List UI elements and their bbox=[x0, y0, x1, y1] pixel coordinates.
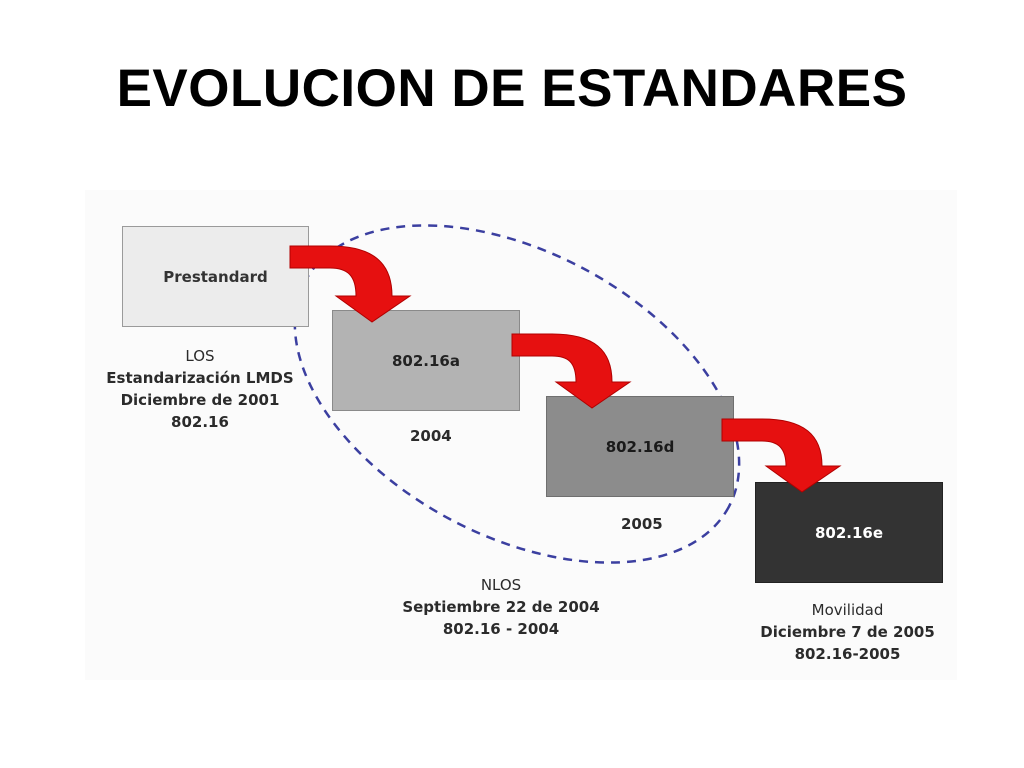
caption-nlos: NLOS Septiembre 22 de 2004 802.16 - 2004 bbox=[376, 574, 626, 640]
caption-movilidad-line-3: 802.16-2005 bbox=[794, 645, 901, 663]
box-802-16e-label: 802.16e bbox=[814, 523, 884, 542]
caption-nlos-line-1: NLOS bbox=[480, 576, 522, 594]
caption-los-line-3: Diciembre de 2001 bbox=[120, 391, 280, 409]
caption-los-line-2: Estandarización LMDS bbox=[106, 369, 294, 387]
caption-los: LOS Estandarización LMDS Diciembre de 20… bbox=[82, 345, 318, 433]
box-802-16a-label: 802.16a bbox=[391, 351, 460, 370]
box-802-16a: 802.16a bbox=[332, 310, 520, 411]
year-label-2004: 2004 bbox=[410, 427, 452, 445]
box-802-16e: 802.16e bbox=[755, 482, 943, 583]
box-prestandard-label: Prestandard bbox=[163, 267, 268, 286]
slide-title: EVOLUCION DE ESTANDARES bbox=[116, 59, 908, 118]
caption-nlos-line-3: 802.16 - 2004 bbox=[442, 620, 560, 638]
year-label-2005: 2005 bbox=[621, 515, 663, 533]
caption-nlos-line-2: Septiembre 22 de 2004 bbox=[402, 598, 600, 616]
box-prestandard: Prestandard bbox=[122, 226, 309, 327]
box-802-16d-label: 802.16d bbox=[605, 437, 675, 456]
caption-los-line-1: LOS bbox=[185, 347, 215, 365]
box-802-16d: 802.16d bbox=[546, 396, 734, 497]
caption-movilidad: Movilidad Diciembre 7 de 2005 802.16-200… bbox=[735, 599, 960, 665]
caption-los-line-4: 802.16 bbox=[171, 413, 229, 431]
caption-movilidad-line-2: Diciembre 7 de 2005 bbox=[760, 623, 935, 641]
caption-movilidad-line-1: Movilidad bbox=[811, 601, 884, 619]
